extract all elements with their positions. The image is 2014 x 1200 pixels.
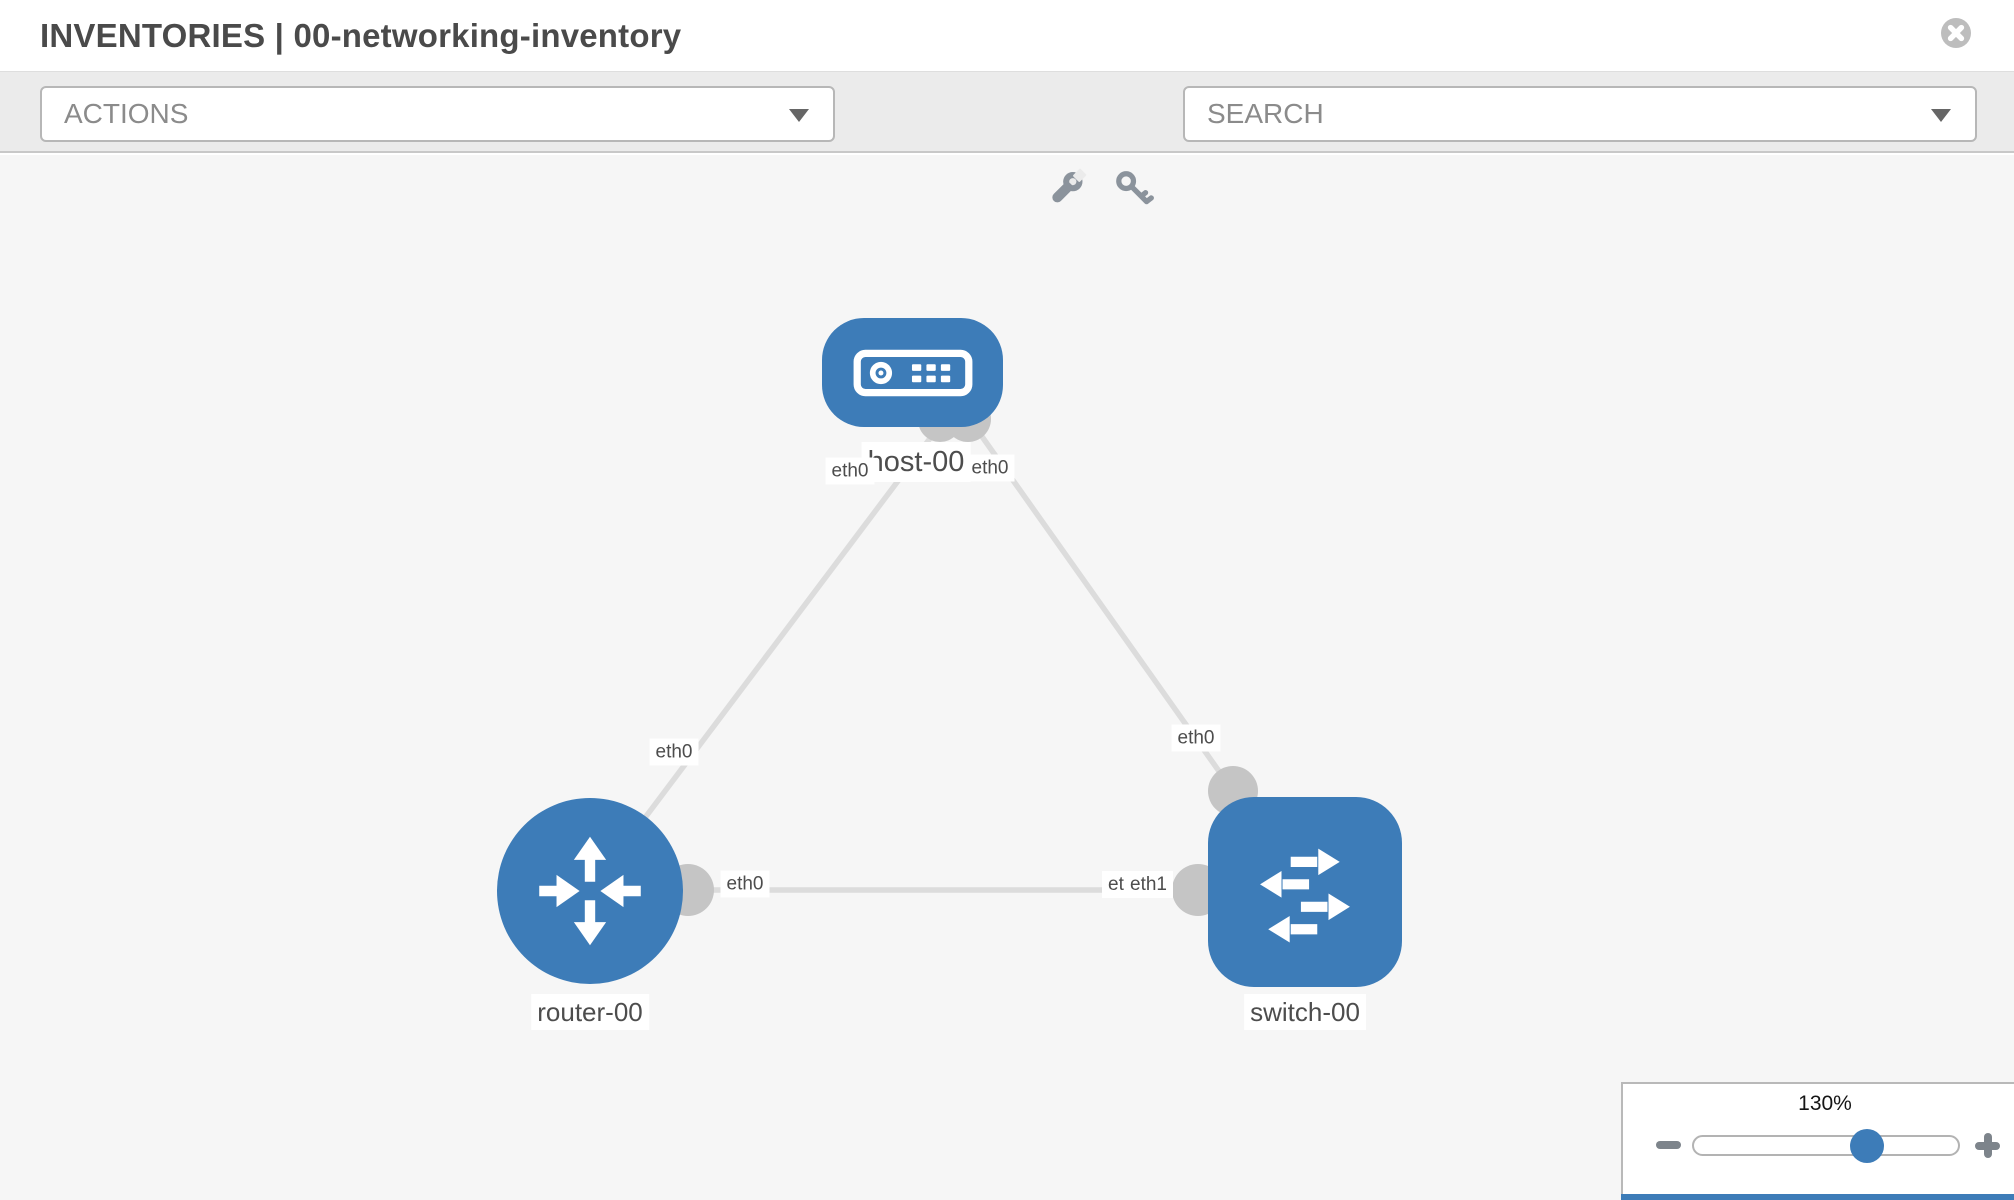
link-host-router[interactable] (587, 419, 946, 893)
page-header: INVENTORIES | 00-networking-inventory (0, 0, 2014, 72)
port-label-switch-eth0-up: eth0 (1171, 724, 1221, 752)
port-label-host-eth0-left: eth0 (825, 457, 875, 485)
tools-button[interactable] (1045, 168, 1087, 210)
node-switch-00[interactable] (1208, 797, 1402, 987)
zoom-in-button[interactable] (1975, 1133, 2000, 1158)
label-router-00[interactable]: router-00 (531, 994, 649, 1030)
toolbar: ACTIONS SEARCH (0, 72, 2014, 205)
close-icon (1941, 18, 1971, 48)
zoom-slider-thumb[interactable] (1850, 1129, 1884, 1163)
chevron-down-icon (1931, 109, 1951, 122)
node-host-00[interactable] (822, 318, 1003, 427)
switch-icon (1260, 848, 1350, 943)
label-host-00[interactable]: host-00 (861, 442, 971, 482)
router-icon (539, 836, 641, 946)
key-icon (1116, 171, 1154, 205)
wrench-icon (1052, 168, 1087, 203)
zoom-control-panel: 130% (1621, 1082, 2014, 1200)
node-router-00[interactable] (497, 798, 683, 984)
port-label-switch-eth1: eth1 (1124, 871, 1173, 898)
search-placeholder: SEARCH (1207, 98, 1324, 129)
close-button[interactable] (1940, 17, 1972, 49)
port-label-host-eth0-right: eth0 (965, 454, 1015, 482)
host-icon (853, 349, 972, 396)
page-title: INVENTORIES | 00-networking-inventory (40, 16, 682, 54)
zoom-out-button[interactable] (1656, 1141, 1681, 1149)
port-label-router-eth0-mid: eth0 (720, 870, 770, 898)
zoom-level: 130% (1798, 1092, 1852, 1115)
zoom-slider[interactable] (1692, 1129, 1960, 1163)
port-label-router-eth0-up: eth0 (649, 738, 699, 766)
search-dropdown[interactable]: SEARCH (1183, 86, 1977, 142)
actions-dropdown[interactable]: ACTIONS (40, 86, 835, 142)
label-switch-00[interactable]: switch-00 (1244, 994, 1366, 1030)
bottom-accent-bar (1621, 1194, 2014, 1200)
chevron-down-icon (789, 109, 809, 122)
topology-canvas[interactable] (0, 155, 2014, 1200)
actions-dropdown-label: ACTIONS (64, 98, 189, 129)
credentials-button[interactable] (1113, 168, 1155, 210)
